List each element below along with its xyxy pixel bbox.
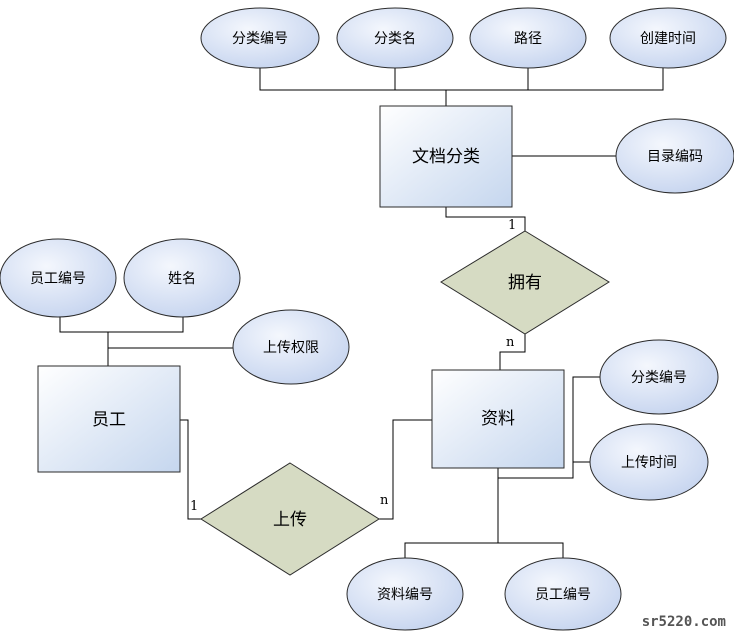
relationship-owns: 拥有	[440, 230, 610, 335]
connector-material-right-attrs	[498, 376, 600, 479]
entity-employee: 员工	[37, 365, 181, 473]
svg-text:创建时间: 创建时间	[640, 31, 696, 47]
attribute-material-category-id: 分类编号	[599, 339, 719, 415]
cardinality-owns-category: 1	[508, 218, 516, 233]
attribute-employee-id: 员工编号	[0, 238, 117, 318]
svg-text:分类编号: 分类编号	[232, 31, 288, 47]
cardinality-upload-employee: 1	[190, 499, 198, 514]
svg-text:员工: 员工	[92, 410, 126, 430]
cardinality-upload-material: n	[380, 493, 389, 508]
attribute-material-id: 资料编号	[346, 557, 464, 631]
connectors	[59, 68, 664, 558]
cardinality-owns-material: n	[506, 335, 515, 350]
svg-text:分类名: 分类名	[374, 31, 416, 47]
entity-doc-category: 文档分类	[379, 105, 513, 208]
svg-text:上传权限: 上传权限	[263, 340, 319, 356]
watermark-text: sr5220.com	[642, 614, 726, 630]
attribute-upload-permission: 上传权限	[232, 309, 350, 385]
svg-text:资料编号: 资料编号	[377, 587, 433, 603]
svg-text:上传时间: 上传时间	[621, 455, 677, 471]
connector-employee-upload	[180, 419, 201, 520]
svg-text:员工编号: 员工编号	[30, 271, 86, 287]
attribute-category-id: 分类编号	[200, 7, 320, 69]
connector-employee-attrs	[59, 317, 233, 366]
attribute-catalog-code: 目录编码	[615, 118, 734, 194]
attribute-path: 路径	[469, 7, 587, 69]
attribute-upload-time: 上传时间	[589, 423, 709, 501]
attribute-category-name: 分类名	[336, 7, 454, 69]
svg-text:姓名: 姓名	[168, 271, 196, 287]
svg-text:拥有: 拥有	[508, 273, 542, 293]
connector-owns-material	[499, 334, 526, 370]
svg-text:文档分类: 文档分类	[412, 147, 480, 167]
connector-category-attrs	[259, 68, 664, 106]
entity-material: 资料	[431, 369, 565, 469]
connector-category-owns	[445, 207, 526, 231]
svg-text:资料: 资料	[481, 409, 515, 429]
attribute-created-time: 创建时间	[609, 7, 727, 69]
svg-text:路径: 路径	[514, 31, 542, 47]
relationship-upload: 上传	[200, 462, 380, 576]
svg-text:上传: 上传	[273, 510, 307, 530]
connector-material-bottom-attrs	[404, 468, 564, 558]
svg-text:目录编码: 目录编码	[647, 149, 703, 165]
attribute-name: 姓名	[123, 238, 241, 318]
attribute-material-employee-id: 员工编号	[504, 557, 622, 631]
connector-upload-material	[379, 419, 432, 520]
svg-text:员工编号: 员工编号	[535, 587, 591, 603]
svg-text:分类编号: 分类编号	[631, 370, 687, 386]
